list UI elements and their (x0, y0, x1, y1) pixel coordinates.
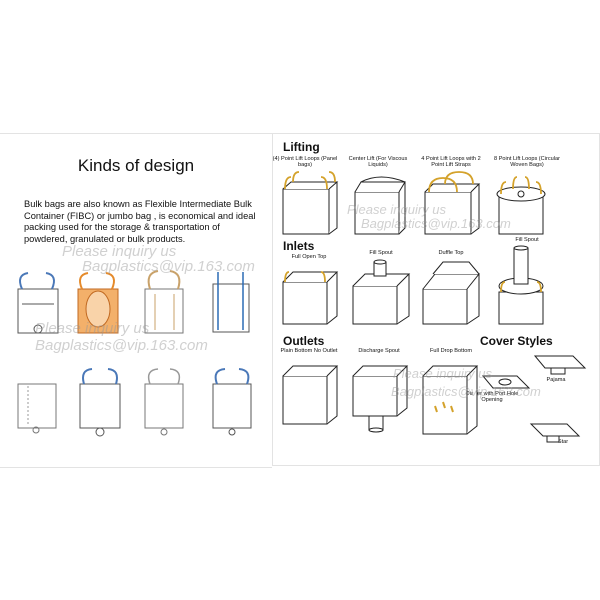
caption-cover-2: Diaper with Port Hole Opening (465, 391, 519, 404)
section-outlets: Outlets (283, 334, 325, 348)
watermark-line-2: Bagplastics@vip.163.com (391, 384, 541, 399)
section-inlets: Inlets (283, 239, 315, 253)
bag-fill-spout-top (498, 245, 544, 325)
cover-pajama (533, 355, 587, 375)
bag-illustration-7 (144, 368, 184, 436)
caption-inlet-2: Fill Spout (369, 250, 393, 256)
bag-four-loop (282, 171, 339, 235)
bag-illustration-6 (79, 368, 121, 437)
watermark-line-1: Please inquiry us (62, 243, 177, 260)
description-text: Bulk bags are also known as Flexible Int… (24, 199, 256, 244)
caption-inlet-4: Fill Spout (515, 237, 539, 243)
bag-full-drop-bottom (422, 365, 479, 435)
section-cover-styles: Cover Styles (480, 334, 553, 348)
right-panel: Lifting Inlets Outlets Cover Styles (4) … (272, 133, 600, 466)
bag-duffle-top (422, 261, 481, 325)
bag-plain-bottom (282, 365, 339, 425)
bag-center-lift (354, 176, 406, 235)
bag-illustration-2 (77, 272, 119, 334)
bag-discharge-spout (352, 365, 409, 433)
caption-cover-1: Pajama (546, 377, 566, 383)
caption-lift-2: Center Lift (For Viscous Liquids) (348, 156, 408, 169)
bag-illustration-3 (144, 270, 184, 334)
cover-diaper (481, 375, 531, 389)
bag-illustration-5 (17, 383, 57, 434)
bag-fill-spout-inlet (352, 259, 411, 325)
caption-out-3: Full Drop Bottom (430, 348, 472, 354)
section-lifting: Lifting (283, 140, 320, 154)
bag-illustration-4 (212, 272, 250, 333)
caption-lift-1: (4) Point Lift Loops (Panel bags) (272, 156, 338, 169)
watermark-line-2: Bagplastics@vip.163.com (82, 258, 255, 275)
panel-title: Kinds of design (77, 156, 195, 175)
caption-inlet-1: Full Open Top (291, 254, 327, 260)
bag-diagram-svg (282, 171, 587, 443)
bag-full-open-top (282, 271, 339, 325)
watermark-line-1: Please inquiry us (35, 320, 150, 337)
watermark-line-1: Please inquiry us (393, 366, 492, 381)
caption-inlet-3: Duffle Top (438, 250, 464, 256)
bag-four-loop-straps (424, 171, 481, 235)
watermark-line-2: Bagplastics@vip.163.com (361, 216, 511, 231)
left-panel: Kinds of design Bulk bags are also known… (0, 133, 272, 468)
bag-illustration-8 (212, 368, 252, 436)
caption-lift-4: 8 Point Lift Loops (Circular Woven Bags) (494, 156, 560, 169)
cover-star (529, 423, 581, 443)
bag-illustration-1 (17, 272, 59, 334)
bag-eight-loop (496, 176, 546, 235)
caption-cover-3: Star (557, 439, 569, 445)
caption-lift-3: 4 Point Lift Loops with 2 Point Lift Str… (421, 156, 481, 169)
watermark-line-2: Bagplastics@vip.163.com (35, 337, 208, 354)
caption-out-1: Plain Bottom No Outlet (280, 348, 338, 354)
watermark-line-1: Please inquiry us (347, 202, 446, 217)
caption-out-2: Discharge Spout (358, 348, 400, 354)
bag-photo-grid (17, 270, 252, 437)
